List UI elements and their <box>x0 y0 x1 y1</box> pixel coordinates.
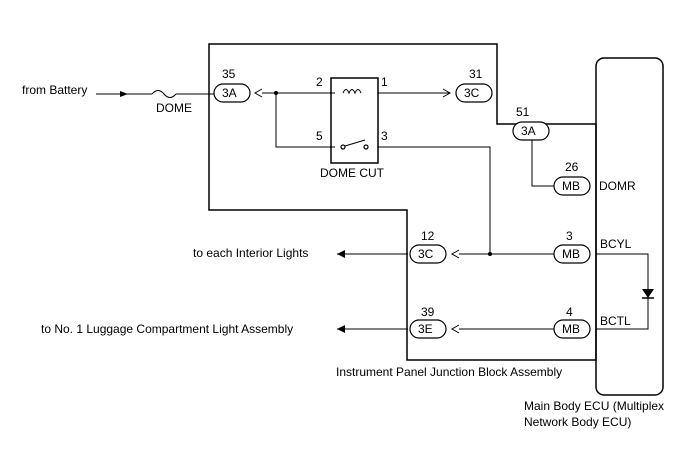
conn-31-chevron <box>442 88 452 98</box>
relay-switch-feed <box>275 93 335 148</box>
ecu-label-line2: Network Body ECU) <box>524 415 631 429</box>
conn-39-pin: 39 <box>421 305 435 319</box>
diode-symbol <box>642 289 654 298</box>
conn-35-pin: 35 <box>222 67 236 81</box>
relay-switch-out-wire <box>378 146 491 254</box>
conn-12-pin: 12 <box>421 229 435 243</box>
fuse-label: DOME <box>156 101 192 115</box>
conn-3-mb <box>553 244 591 264</box>
battery-label: from Battery <box>22 83 87 97</box>
signal-bctl: BCTL <box>600 314 631 328</box>
conn-4-mb <box>553 319 591 339</box>
fuse-symbol <box>151 90 177 98</box>
relay-pin-3: 3 <box>381 129 388 143</box>
conn-12-chevron <box>450 249 460 259</box>
conn-3-pin: 3 <box>566 229 573 243</box>
conn-3-code: MB <box>562 247 580 261</box>
conn-31-3c <box>455 83 493 103</box>
luggage-arrow <box>337 325 345 333</box>
signal-domr: DOMR <box>599 179 636 193</box>
conn-35-chevron <box>253 88 263 98</box>
interior-arrow <box>337 250 345 258</box>
relay-label: DOME CUT <box>320 166 385 180</box>
relay-switch-contact-a <box>340 144 346 150</box>
signal-bcyl: BCYL <box>600 237 632 251</box>
conn-35-code: 3A <box>222 86 237 100</box>
conn-51-code: 3A <box>521 124 536 138</box>
conn-31-pin: 31 <box>469 67 483 81</box>
relay-pin-5: 5 <box>316 129 323 143</box>
conn-39-3e <box>409 319 447 339</box>
relay-switch-contact-b <box>363 144 369 150</box>
conn-39-code: 3E <box>418 322 433 336</box>
conn-12-3c <box>409 244 447 264</box>
conn-4-pin: 4 <box>566 305 573 319</box>
ecu-label-line1: Main Body ECU (Multiplex <box>524 399 664 413</box>
domr-wire <box>531 140 556 187</box>
relay-coil <box>342 89 362 95</box>
ecu-outline <box>595 57 664 396</box>
junction-block-outline <box>208 43 597 361</box>
conn-4-code: MB <box>562 322 580 336</box>
conn-12-code: 3C <box>418 247 434 261</box>
relay-pin-1: 1 <box>381 75 388 89</box>
junction-block-label: Instrument Panel Junction Block Assembly <box>336 365 562 379</box>
conn-51-pin: 51 <box>516 105 530 119</box>
conn-35-3a <box>213 83 251 103</box>
conn-26-code: MB <box>562 179 580 193</box>
conn-26-pin: 26 <box>565 160 579 174</box>
relay-box <box>330 77 379 164</box>
conn-26-mb <box>553 176 591 196</box>
luggage-label: to No. 1 Luggage Compartment Light Assem… <box>41 322 293 336</box>
relay-switch-blade <box>344 139 366 147</box>
interior-label: to each Interior Lights <box>193 246 308 260</box>
conn-51-3a <box>512 121 550 141</box>
conn-39-chevron <box>450 324 460 334</box>
conn-31-code: 3C <box>464 86 480 100</box>
relay-pin-2: 2 <box>316 75 323 89</box>
